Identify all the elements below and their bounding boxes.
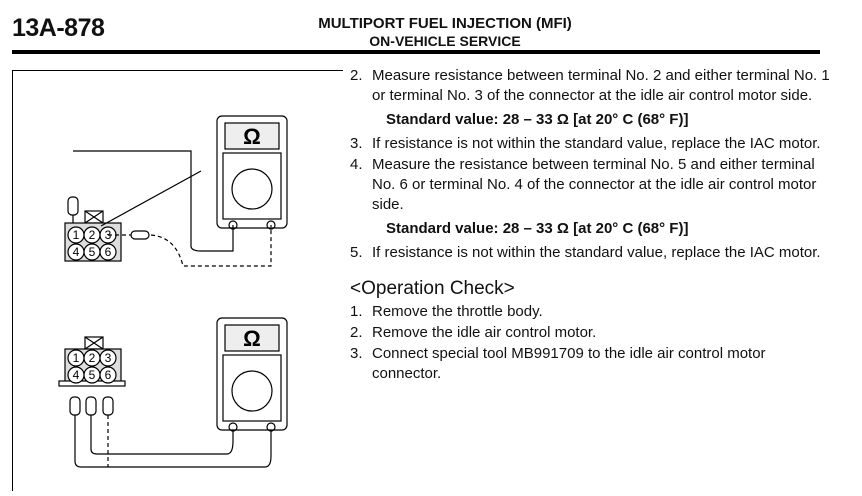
multimeter-bottom: Ω bbox=[216, 317, 288, 432]
step: 3.If resistance is not within the standa… bbox=[350, 135, 821, 152]
operation-check-heading: <Operation Check> bbox=[350, 278, 515, 299]
connector-top bbox=[64, 150, 272, 267]
section-subtitle: ON-VEHICLE SERVICE bbox=[369, 33, 521, 49]
pin-label: 1 bbox=[73, 228, 80, 242]
procedure-text: 2.Measure resistance between terminal No… bbox=[350, 66, 830, 385]
pin-label: 4 bbox=[73, 245, 80, 259]
pin-label: 2 bbox=[89, 228, 96, 242]
pin-label: 5 bbox=[89, 368, 96, 382]
header-rule bbox=[12, 50, 820, 54]
pin-label: 4 bbox=[73, 368, 80, 382]
step: 4.Measure the resistance between termina… bbox=[350, 156, 817, 213]
pin-label: 6 bbox=[105, 245, 112, 259]
ohm-symbol: Ω bbox=[243, 326, 261, 351]
pin-label: 3 bbox=[105, 228, 112, 242]
step: 5.If resistance is not within the standa… bbox=[350, 244, 821, 261]
standard-value: Standard value: 28 – 33 Ω [at 20° C (68°… bbox=[386, 111, 689, 128]
pin-label: 3 bbox=[105, 351, 112, 365]
step: 2.Remove the idle air control motor. bbox=[350, 324, 597, 341]
pin-label: 6 bbox=[105, 368, 112, 382]
page-number: 13A-878 bbox=[12, 14, 105, 42]
step: 1.Remove the throttle body. bbox=[350, 303, 543, 320]
pin-label: 2 bbox=[89, 351, 96, 365]
connector-bottom bbox=[58, 336, 272, 468]
pin-label: 5 bbox=[89, 245, 96, 259]
ohm-symbol: Ω bbox=[243, 124, 261, 149]
standard-value: Standard value: 28 – 33 Ω [at 20° C (68°… bbox=[386, 220, 689, 237]
step: 3.Connect special tool MB991709 to the i… bbox=[350, 345, 766, 382]
step: 2.Measure resistance between terminal No… bbox=[350, 67, 830, 104]
multimeter-top: Ω bbox=[216, 115, 288, 230]
pin-label: 1 bbox=[73, 351, 80, 365]
section-title: MULTIPORT FUEL INJECTION (MFI) bbox=[318, 15, 572, 32]
